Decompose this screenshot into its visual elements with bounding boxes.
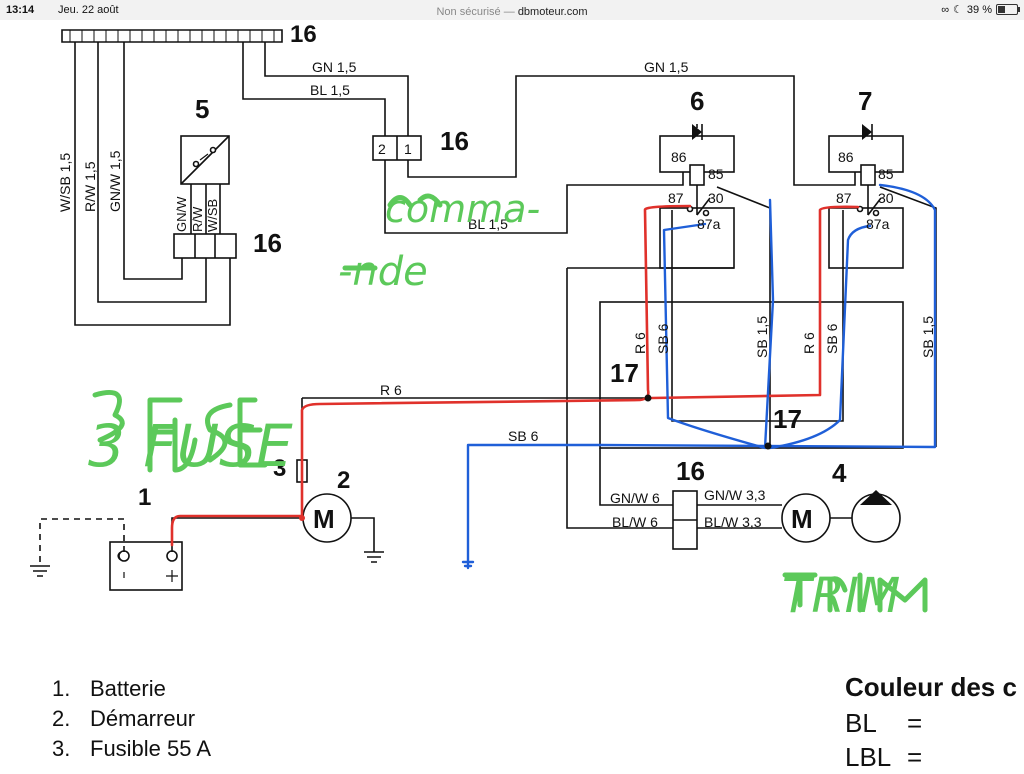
label-gnw-vert: GN/W 1,5 xyxy=(107,150,123,212)
box-17 xyxy=(599,301,904,449)
color-row: BL= xyxy=(845,708,923,738)
relay6-87a: 87a xyxy=(697,216,721,232)
label-sb15-a: SB 1,5 xyxy=(754,316,770,358)
wire-wsb xyxy=(74,42,231,326)
motor-4-letter: M xyxy=(791,504,813,534)
label-switch-wsb: W/SB xyxy=(205,199,220,232)
component-4: 4 xyxy=(832,458,847,488)
motor-2-letter: M xyxy=(313,504,335,534)
color-table-title: Couleur des c xyxy=(845,672,1017,702)
connector-16-left xyxy=(173,233,237,259)
label-wsb-vert: W/SB 1,5 xyxy=(57,153,73,212)
red-annotation xyxy=(170,204,692,547)
legend-list: 1.Batterie 2.Démarreur 3.Fusible 55 A xyxy=(52,674,211,764)
relay6-87: 87 xyxy=(668,190,684,206)
legend-item: 1.Batterie xyxy=(52,676,166,701)
status-bar: 13:14 Jeu. 22 août Non sécurisé — dbmote… xyxy=(0,0,1024,20)
label-rw-vert: R/W 1,5 xyxy=(82,161,98,212)
component-16-bottom: 16 xyxy=(676,456,705,486)
component-16-partial: 16 xyxy=(290,21,317,48)
label-bl-top-left: BL 1,5 xyxy=(310,82,350,98)
legend-item: 3.Fusible 55 A xyxy=(52,736,212,761)
battery-percent: 39 % xyxy=(966,3,992,16)
component-3: 3 xyxy=(273,455,286,482)
relay7-86: 86 xyxy=(838,149,854,165)
wire-gn-top xyxy=(264,42,409,136)
link-icon: ∞ xyxy=(941,3,950,16)
label-sb15-b: SB 1,5 xyxy=(920,316,936,358)
relay6-85: 85 xyxy=(708,166,724,182)
label-gnw33: GN/W 3,3 xyxy=(704,487,766,503)
top-connector xyxy=(61,29,283,43)
label-sb6-h: SB 6 xyxy=(508,428,539,444)
label-sb6-b: SB 6 xyxy=(824,323,840,354)
wire-bl-mid xyxy=(384,160,684,234)
security-label: Non sécurisé xyxy=(436,6,501,18)
handwritten-commande-2: -nde xyxy=(338,249,428,295)
component-16-top: 16 xyxy=(440,126,469,156)
component-16-left: 16 xyxy=(253,228,282,258)
component-7: 7 xyxy=(858,86,872,116)
status-time: 13:14 xyxy=(6,4,35,16)
color-row: LBL= xyxy=(845,742,923,772)
wire-gnw xyxy=(123,42,183,280)
component-1: 1 xyxy=(138,484,151,511)
handwritten-fuse: 3 FUSE xyxy=(88,412,293,480)
url-domain: dbmoteur.com xyxy=(517,6,588,18)
component-6: 6 xyxy=(690,86,704,116)
component-17-right: 17 xyxy=(773,404,802,434)
label-r6-h: R 6 xyxy=(380,382,402,398)
handwritten-trim: TRIM xyxy=(782,568,900,624)
label-gnw6: GN/W 6 xyxy=(610,490,660,506)
battery-icon xyxy=(996,4,1020,15)
label-switch-gnw: GN/W xyxy=(174,196,189,232)
label-bl-mid: BL 1,5 xyxy=(468,216,508,232)
battery-1 xyxy=(109,541,183,591)
url-separator: — xyxy=(503,6,515,18)
color-table: Couleur des c BL= LBL= xyxy=(845,672,1024,774)
relay7-87: 87 xyxy=(836,190,852,206)
label-blw6: BL/W 6 xyxy=(612,514,658,530)
status-date: Jeu. 22 août xyxy=(58,4,119,16)
wire-bl-top xyxy=(242,42,386,136)
label-gn-top-right: GN 1,5 xyxy=(644,59,689,75)
status-right: ∞ ☾ 39 % xyxy=(941,3,1020,16)
moon-icon: ☾ xyxy=(953,4,963,16)
label-r6-b: R 6 xyxy=(801,332,817,354)
component-17-left: 17 xyxy=(610,358,639,388)
green-fuse-strokes xyxy=(92,390,125,443)
relay6-30: 30 xyxy=(708,190,724,206)
address-bar[interactable]: Non sécurisé — dbmoteur.com xyxy=(0,6,1024,18)
pin-2: 2 xyxy=(378,141,386,157)
wire-gn-mid xyxy=(407,75,856,186)
label-gn-top-left: GN 1,5 xyxy=(312,59,357,75)
component-2: 2 xyxy=(337,467,350,494)
component-5: 5 xyxy=(195,94,209,124)
relay7-87a: 87a xyxy=(866,216,890,232)
legend-item: 2.Démarreur xyxy=(52,706,196,731)
label-r6-a: R 6 xyxy=(632,332,648,354)
handwritten-commande-1: comma- xyxy=(385,187,540,231)
label-blw33: BL/W 3,3 xyxy=(704,514,762,530)
relay6-86: 86 xyxy=(671,149,687,165)
label-sb6-a: SB 6 xyxy=(655,323,671,354)
relay7-85: 85 xyxy=(878,166,894,182)
relay7-30: 30 xyxy=(878,190,894,206)
relay-7-contacts xyxy=(828,207,904,269)
pin-1: 1 xyxy=(404,141,412,157)
label-switch-rw: R/W xyxy=(190,206,205,232)
wire-rw xyxy=(97,42,207,303)
